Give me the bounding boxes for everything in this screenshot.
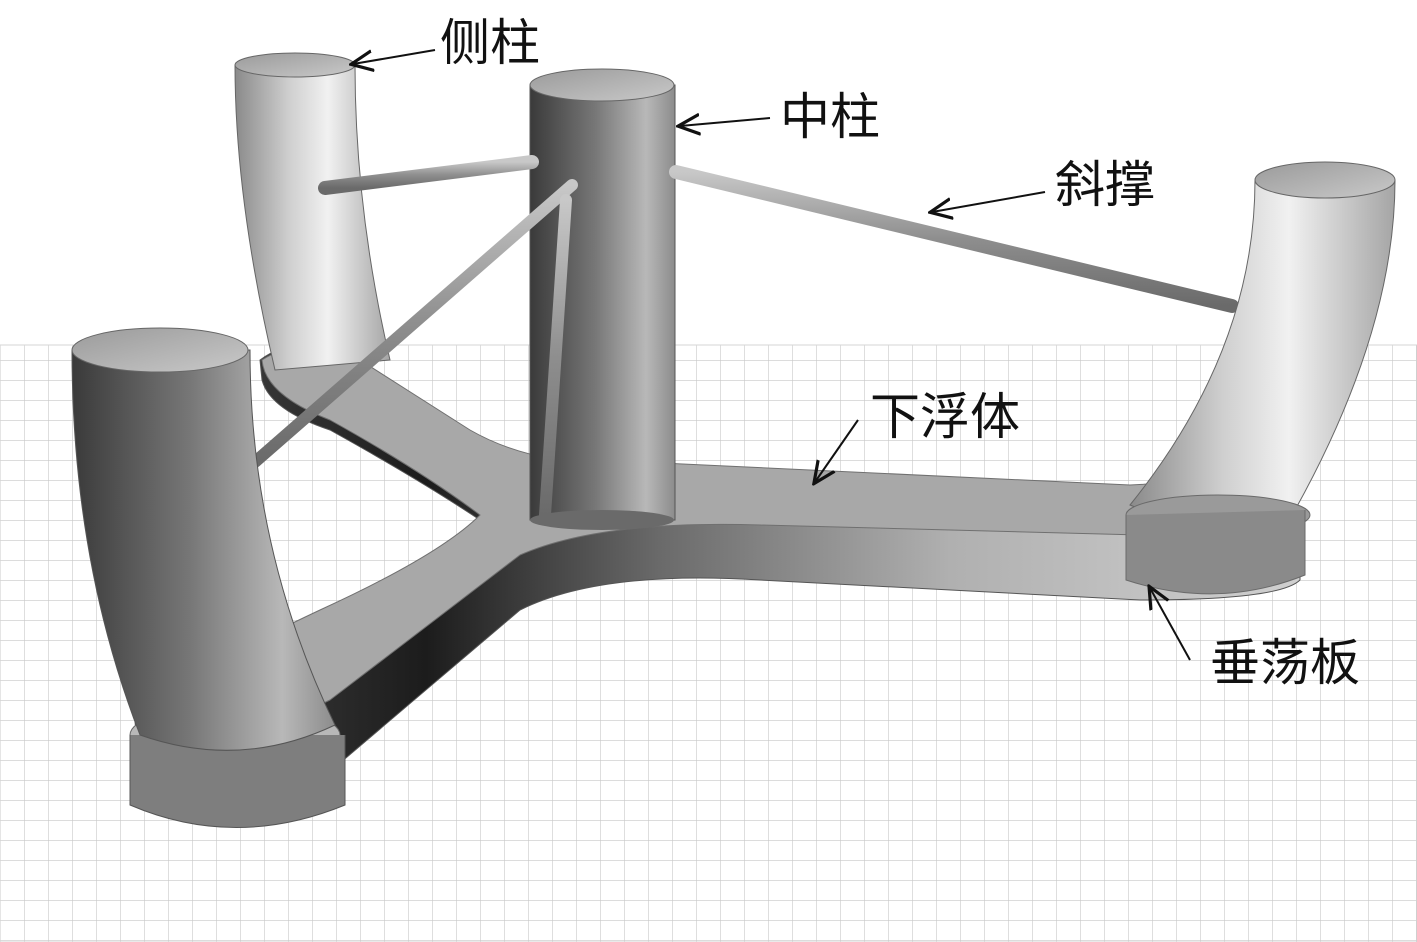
label-heave-plate: 垂荡板 [1210, 634, 1360, 692]
arrow-side-column [353, 49, 436, 64]
diagonal-braces [249, 155, 1239, 521]
pointer-arrows [353, 49, 1191, 661]
arrow-center-column [680, 118, 771, 126]
side-column-back [234, 52, 391, 371]
label-side-column: 侧柱 [440, 14, 540, 72]
side-column-right [1125, 161, 1396, 595]
label-center-column: 中柱 [780, 88, 880, 146]
arrow-diagonal-brace [932, 191, 1046, 212]
label-lower-pontoon: 下浮体 [870, 388, 1020, 446]
side-column-front [71, 327, 346, 828]
arrow-heave-plate [1150, 588, 1191, 661]
arrow-lower-pontoon [815, 419, 859, 482]
label-diagonal-brace: 斜撑 [1055, 156, 1155, 214]
